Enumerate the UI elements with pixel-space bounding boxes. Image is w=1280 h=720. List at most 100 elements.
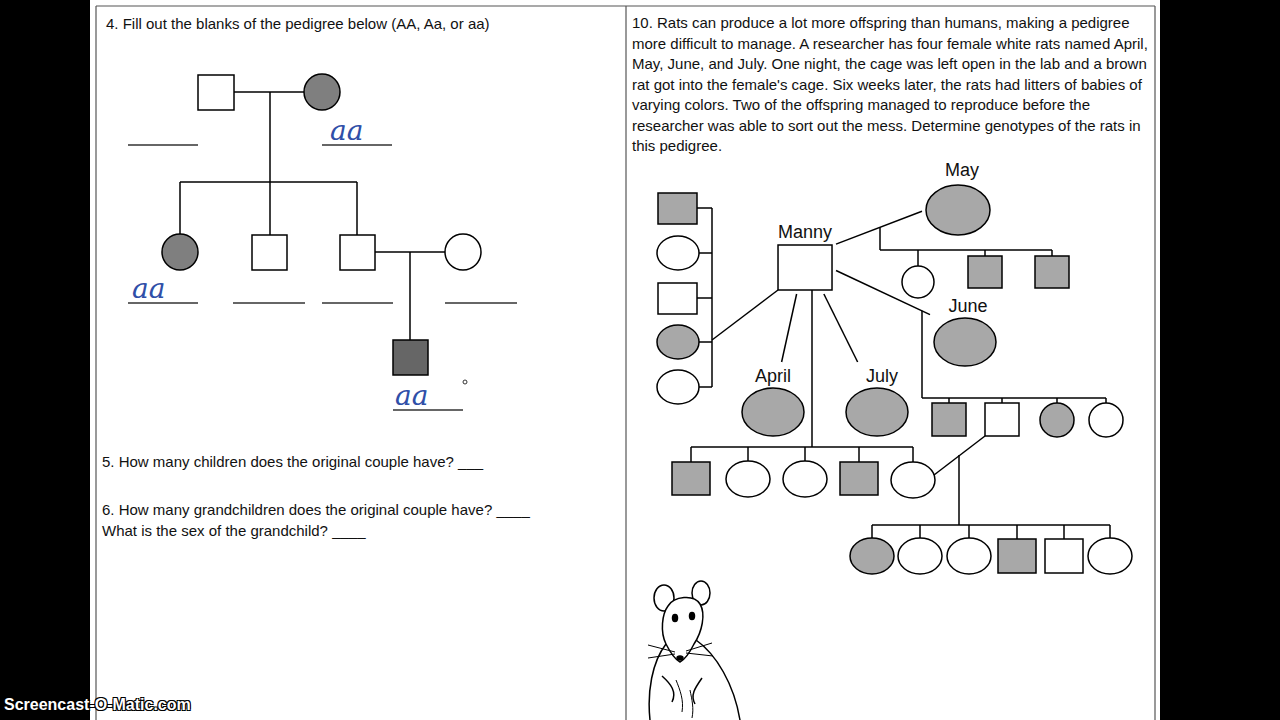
rat-individual: July: [842, 362, 912, 440]
bracket-line: [699, 341, 712, 343]
brown-female: [1040, 403, 1074, 437]
rat-name: July: [866, 366, 898, 386]
rat-individual: Manny: [774, 218, 836, 294]
descent-line: [269, 182, 271, 235]
white-male: [658, 283, 697, 314]
white-female: [1089, 403, 1123, 437]
rat-eye: [673, 615, 678, 622]
rat-body: [696, 640, 740, 720]
panel-borders: [96, 6, 1155, 720]
rat-eye: [690, 613, 695, 620]
brown-female: [657, 325, 699, 359]
answer-blank: [128, 144, 198, 145]
white-female: [657, 236, 699, 270]
descent-line: [747, 447, 749, 461]
white-female: [783, 461, 827, 497]
descent-line: [690, 447, 692, 462]
mating-line: [836, 271, 930, 315]
rat-pedigree: [657, 193, 1132, 574]
mating-line: [836, 211, 922, 244]
descent-line: [912, 447, 914, 462]
descent-line: [1016, 525, 1018, 539]
genotype-answer: aa: [395, 384, 428, 408]
descent-line: [1109, 525, 1111, 538]
brown-male: [672, 462, 710, 495]
answer-blank: [322, 144, 392, 145]
answer-blank: [322, 302, 393, 303]
question-text: 6. How many grandchildren does the origi…: [102, 500, 530, 521]
rat-individual: June: [930, 292, 1000, 370]
descent-line: [968, 525, 970, 538]
descent-line: [804, 447, 806, 461]
unaffected-male: [198, 75, 234, 110]
brown-male: [840, 462, 878, 495]
rat-head: [662, 597, 703, 662]
brown-female: [846, 388, 908, 436]
affected-male: [393, 340, 428, 375]
white-male: [778, 245, 832, 290]
white-male: [985, 403, 1019, 436]
sibship-line: [691, 446, 913, 448]
sibship-line: [180, 181, 357, 183]
question-text: 4. Fill out the blanks of the pedigree b…: [106, 14, 490, 35]
question-paragraph: 10. Rats can produce a lot more offsprin…: [632, 13, 1154, 157]
mating-line: [824, 294, 858, 362]
sibship-line: [880, 249, 1052, 251]
white-female: [657, 370, 699, 404]
mating-line: [782, 294, 797, 362]
white-female: [898, 538, 942, 574]
question-text: What is the sex of the grandchild? ____: [102, 521, 366, 542]
question-text: 5. How many children does the original c…: [102, 452, 483, 473]
descent-line: [921, 311, 923, 398]
family-pedigree: [180, 75, 481, 340]
pedigree-individual: aa: [300, 70, 367, 147]
descent-line: [919, 525, 921, 538]
rat-illustration: [648, 581, 740, 720]
bracket-line: [699, 252, 712, 254]
answer-blanks: [128, 145, 517, 410]
white-female: [891, 462, 935, 498]
screen-margin: [0, 0, 90, 720]
rat-name: June: [948, 296, 987, 316]
descent-line: [409, 252, 411, 340]
mating-line: [234, 91, 304, 93]
unaffected-male: [252, 235, 287, 270]
descent-line: [269, 92, 271, 182]
descent-line: [811, 290, 813, 447]
pedigree-individual: aa: [128, 230, 202, 305]
panel-border: [95, 6, 96, 720]
rat-nose: [677, 656, 683, 660]
descent-line: [1051, 250, 1053, 256]
affected-female: [162, 234, 198, 270]
watermark: Screencast-O-Matic.com: [4, 695, 191, 715]
answer-blank: [445, 302, 517, 303]
bracket-line: [697, 297, 712, 299]
genotype-answer: aa: [330, 119, 363, 143]
descent-line: [984, 250, 986, 256]
rat-name: Manny: [778, 222, 832, 242]
screen-margin: [1160, 0, 1280, 720]
white-female: [947, 538, 991, 574]
sibship-line: [872, 524, 1110, 526]
brown-male: [998, 539, 1036, 573]
genotype-answer: aa: [132, 277, 165, 301]
descent-line: [858, 447, 860, 462]
answer-blank: [233, 302, 305, 303]
brown-female: [934, 318, 996, 366]
bracket-line: [711, 208, 713, 387]
rat-name: May: [945, 160, 979, 180]
descent-line: [712, 290, 778, 340]
brown-female: [850, 538, 894, 574]
brown-male: [932, 403, 966, 436]
white-female: [902, 266, 934, 298]
descent-line: [879, 227, 881, 250]
unaffected-female: [445, 234, 481, 270]
affected-female: [304, 74, 340, 110]
descent-line: [871, 525, 873, 538]
white-male: [1045, 539, 1083, 573]
bracket-line: [699, 386, 712, 388]
unaffected-male: [340, 235, 375, 270]
descent-line: [1063, 525, 1065, 539]
answer-blank: [393, 409, 463, 410]
descent-line: [917, 250, 919, 266]
